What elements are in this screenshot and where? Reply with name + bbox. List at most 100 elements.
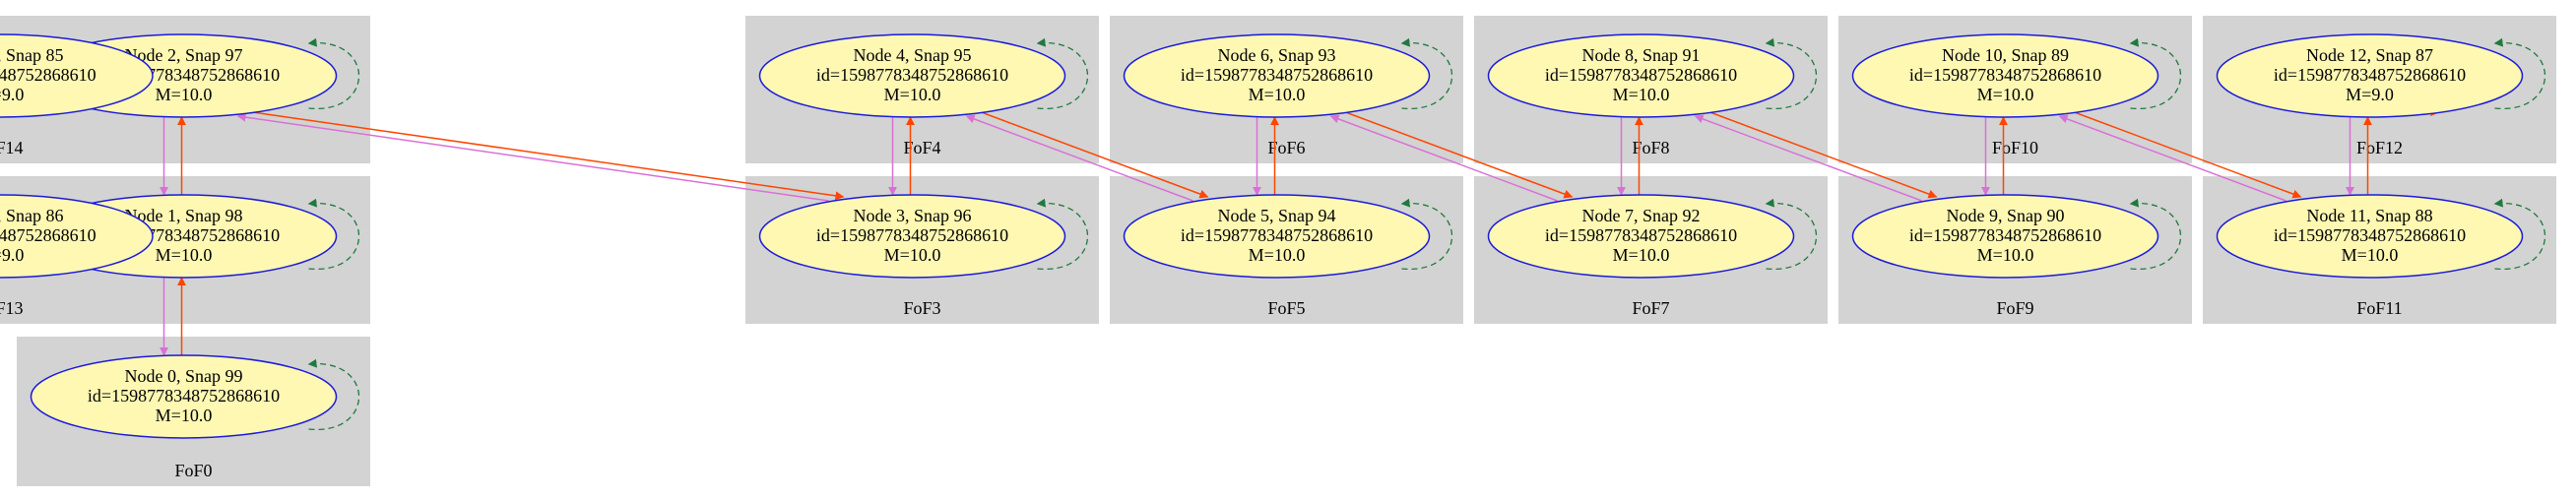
self-loop-edge (307, 37, 359, 109)
node-label-line3: M=10.0 (884, 245, 941, 265)
node-label-line3: M=10.0 (156, 245, 213, 265)
node-label-line3: M=10.0 (1977, 85, 2034, 104)
cluster-label: FoF11 (2356, 298, 2402, 318)
node-label-line1: Node 3, Snap 96 (854, 206, 972, 225)
node-label-line3: M=10.0 (1977, 245, 2034, 265)
graph-node[interactable]: Node 7, Snap 92id=1598778348752868610M=1… (1487, 194, 1795, 279)
node-label-line3: M=10.0 (2342, 245, 2399, 265)
node-label-line1: Node 13, Snap 86 (0, 206, 64, 225)
graph-node[interactable]: Node 12, Snap 87id=1598778348752868610M=… (2216, 33, 2524, 118)
node-label-line2: id=1598778348752868610 (1181, 225, 1373, 245)
graph-node[interactable]: Node 8, Snap 91id=1598778348752868610M=1… (1487, 33, 1795, 118)
node-label-line3: M=10.0 (1249, 245, 1306, 265)
graph-edge (2058, 114, 2286, 202)
node-label-line1: Node 14, Snap 85 (0, 45, 64, 65)
node-label-line3: M=10.0 (1249, 85, 1306, 104)
node-label-line3: M=9.0 (0, 245, 24, 265)
self-loop-edge (2129, 37, 2181, 109)
cluster-label: FoF10 (1992, 138, 2038, 157)
node-ellipse (0, 33, 154, 118)
node-label-line1: Node 11, Snap 88 (2306, 206, 2432, 225)
graph-node[interactable]: Node 0, Snap 99id=1598778348752868610M=1… (30, 354, 338, 439)
graph-node[interactable]: Node 11, Snap 88id=1598778348752868610M=… (2216, 194, 2524, 279)
node-label-line1: Node 12, Snap 87 (2306, 45, 2433, 65)
cluster-label: FoF13 (0, 298, 24, 318)
self-loop-edge (1400, 37, 1452, 109)
graph-node[interactable]: Node 9, Snap 90id=1598778348752868610M=1… (1851, 194, 2159, 279)
node-ellipse (2216, 33, 2524, 118)
node-ellipse (0, 194, 154, 279)
node-label-line1: Node 0, Snap 99 (125, 366, 243, 386)
node-label-line3: M=9.0 (0, 85, 24, 104)
node-label-line2: id=1598778348752868610 (2274, 225, 2466, 245)
cluster-label: FoF4 (903, 138, 940, 157)
node-label-line1: Node 10, Snap 89 (1942, 45, 2069, 65)
node-label-line1: Node 5, Snap 94 (1218, 206, 1336, 225)
node-label-line2: id=1598778348752868610 (1181, 65, 1373, 85)
self-loop-edge (2129, 198, 2181, 270)
node-label-line1: Node 7, Snap 92 (1582, 206, 1701, 225)
node-label-line2: id=1598778348752868610 (2274, 65, 2466, 85)
graph-edge (2074, 111, 2302, 199)
node-label-line2: id=1598778348752868610 (816, 65, 1008, 85)
node-label-line1: Node 1, Snap 98 (125, 206, 243, 225)
cluster-label: FoF6 (1267, 138, 1305, 157)
node-label-line1: Node 4, Snap 95 (854, 45, 972, 65)
self-loop-edge (307, 358, 359, 430)
graph-node[interactable]: Node 14, Snap 85id=1598778348752868610M=… (0, 33, 154, 118)
node-ellipse (1123, 194, 1431, 279)
cluster-label: FoF7 (1632, 298, 1669, 318)
graph-node[interactable]: Node 3, Snap 96id=1598778348752868610M=1… (758, 194, 1066, 279)
node-ellipse (758, 194, 1066, 279)
self-loop-edge (1400, 198, 1452, 270)
graph-edge (965, 114, 1193, 202)
self-loop-edge (1765, 37, 1817, 109)
cluster-label: FoF9 (1996, 298, 2033, 318)
node-label-line3: M=10.0 (1613, 245, 1670, 265)
cluster-label: FoF5 (1267, 298, 1305, 318)
node-label-line1: Node 6, Snap 93 (1218, 45, 1336, 65)
graph-edge (1329, 114, 1558, 202)
graph-edge (1694, 114, 1922, 202)
self-loop-edge (2493, 198, 2545, 270)
nodes-layer: Node 0, Snap 99id=1598778348752868610M=1… (0, 33, 2524, 439)
node-label-line2: id=1598778348752868610 (0, 65, 97, 85)
graph-node[interactable]: Node 13, Snap 86id=1598778348752868610M=… (0, 194, 154, 279)
node-label-line1: Node 9, Snap 90 (1947, 206, 2065, 225)
node-label-line2: id=1598778348752868610 (816, 225, 1008, 245)
node-label-line2: id=1598778348752868610 (1909, 65, 2101, 85)
node-ellipse (1851, 194, 2159, 279)
self-loop-edge (1036, 37, 1088, 109)
node-label-line2: id=1598778348752868610 (0, 225, 97, 245)
node-label-line2: id=1598778348752868610 (1545, 225, 1737, 245)
node-ellipse (30, 354, 338, 439)
graph-node[interactable]: Node 4, Snap 95id=1598778348752868610M=1… (758, 33, 1066, 118)
self-loop-edge (1765, 198, 1817, 270)
graph-edge (981, 111, 1209, 199)
self-loop-edge (1036, 198, 1088, 270)
node-ellipse (1123, 33, 1431, 118)
cluster-label: FoF14 (0, 138, 24, 157)
graph-edge (236, 112, 829, 202)
node-label-line1: Node 8, Snap 91 (1582, 45, 1701, 65)
graph-edge (1709, 111, 1938, 199)
node-ellipse (1851, 33, 2159, 118)
cluster-label: FoF3 (903, 298, 940, 318)
node-label-line2: id=1598778348752868610 (1545, 65, 1737, 85)
node-label-line2: id=1598778348752868610 (88, 386, 280, 406)
graph-node[interactable]: Node 10, Snap 89id=1598778348752868610M=… (1851, 33, 2159, 118)
graph-edge (252, 111, 845, 201)
node-label-line3: M=9.0 (2346, 85, 2394, 104)
self-loop-edge (2493, 37, 2545, 109)
edges-layer (164, 43, 2545, 430)
node-ellipse (1487, 33, 1795, 118)
node-label-line3: M=10.0 (156, 85, 213, 104)
node-label-line3: M=10.0 (884, 85, 941, 104)
graph-node[interactable]: Node 6, Snap 93id=1598778348752868610M=1… (1123, 33, 1431, 118)
node-label-line3: M=10.0 (156, 406, 213, 425)
cluster-label: FoF0 (174, 461, 212, 480)
self-loop-edge (307, 198, 359, 270)
cluster-label: FoF12 (2356, 138, 2403, 157)
graph-node[interactable]: Node 5, Snap 94id=1598778348752868610M=1… (1123, 194, 1431, 279)
